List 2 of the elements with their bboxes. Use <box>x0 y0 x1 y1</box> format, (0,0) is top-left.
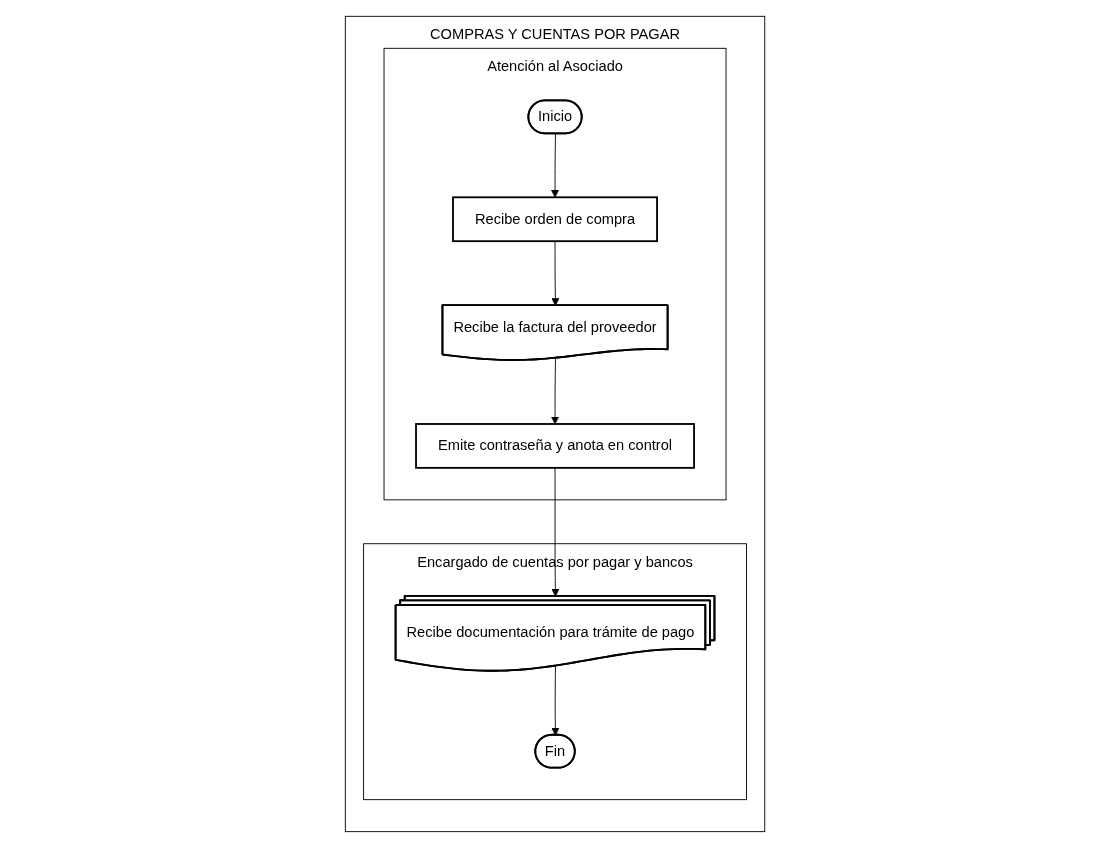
node-box: Recibe orden de compra <box>452 195 658 242</box>
node-box: Emite contraseña y anota en control <box>415 422 695 469</box>
